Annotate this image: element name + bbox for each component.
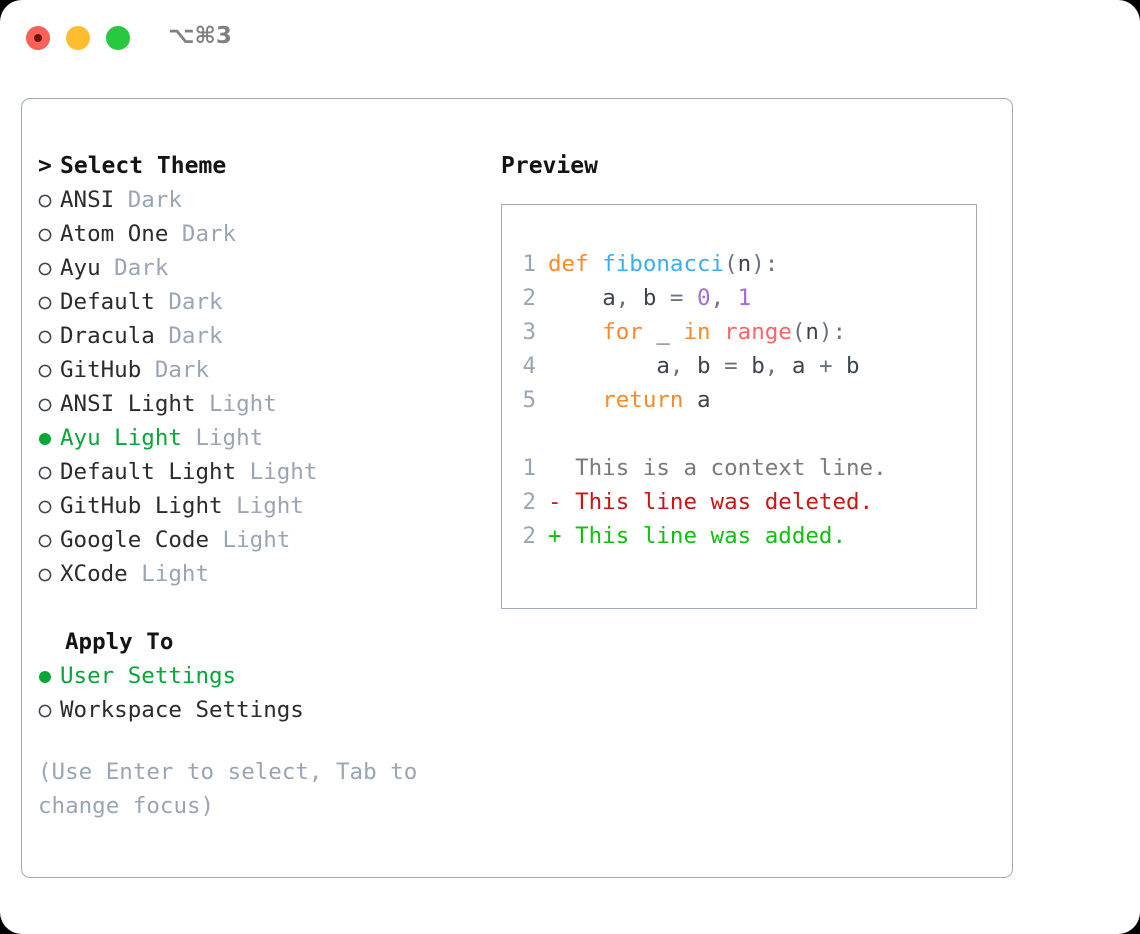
line-number: 1 <box>522 251 536 277</box>
line-number: 5 <box>522 387 536 413</box>
radio-unselected-icon <box>38 557 60 591</box>
theme-option-ansi-light[interactable]: ANSI Light Light <box>38 387 478 421</box>
theme-option-xcode[interactable]: XCode Light <box>38 557 478 591</box>
preview-title: Preview <box>501 153 598 179</box>
theme-variant-badge: Dark <box>141 357 210 383</box>
diff-line-text: This is a context line. <box>548 455 887 481</box>
apply-to-option-workspace-settings[interactable]: Workspace Settings <box>38 693 478 727</box>
theme-option-default[interactable]: Default Dark <box>38 285 478 319</box>
keyboard-shortcut-label: ⌥⌘3 <box>168 23 232 49</box>
theme-option-ayu-light[interactable]: Ayu Light Light <box>38 421 478 455</box>
line-number: 3 <box>522 319 536 345</box>
theme-variant-badge: Dark <box>154 323 223 349</box>
line-number: 2 <box>522 285 536 311</box>
apply-to-option-user-settings[interactable]: User Settings <box>38 659 478 693</box>
diff-line-context: 1 This is a context line. <box>510 451 970 485</box>
radio-unselected-icon <box>38 217 60 251</box>
keyboard-hint-text: (Use Enter to select, Tab to change focu… <box>38 759 418 819</box>
line-number: 2 <box>522 489 536 515</box>
line-number: 1 <box>522 455 536 481</box>
theme-option-label: ANSI <box>60 187 115 213</box>
theme-option-label: GitHub <box>60 357 142 383</box>
theme-option-label: Ayu <box>60 255 101 281</box>
radio-unselected-icon <box>38 353 60 387</box>
diff-line-added: 2 + This line was added. <box>510 519 970 553</box>
line-number: 2 <box>522 523 536 549</box>
theme-option-dracula[interactable]: Dracula Dark <box>38 319 478 353</box>
theme-variant-badge: Light <box>222 493 304 519</box>
select-theme-label: Select Theme <box>60 153 227 179</box>
code-line: 2 a, b = 0, 1 <box>510 281 970 315</box>
theme-option-github-light[interactable]: GitHub Light Light <box>38 489 478 523</box>
radio-unselected-icon <box>38 251 60 285</box>
apply-to-option-label: Workspace Settings <box>60 697 304 723</box>
radio-selected-icon <box>38 659 60 693</box>
theme-option-default-light[interactable]: Default Light Light <box>38 455 478 489</box>
apply-to-option-label: User Settings <box>60 663 237 689</box>
select-theme-header: > Select Theme <box>38 149 478 183</box>
theme-variant-badge: Dark <box>114 187 182 213</box>
radio-unselected-icon <box>38 455 60 489</box>
theme-option-ayu[interactable]: Ayu Dark <box>38 251 478 285</box>
title-bar: ⌥⌘3 <box>0 0 1140 76</box>
radio-unselected-icon <box>38 183 60 217</box>
theme-variant-badge: Dark <box>154 289 223 315</box>
apply-to-header: Apply To <box>65 629 174 655</box>
code-blank-line <box>510 417 970 451</box>
caret-icon: > <box>38 153 52 179</box>
radio-unselected-icon <box>38 693 60 727</box>
radio-unselected-icon <box>38 489 60 523</box>
diff-line-text: - This line was deleted. <box>548 489 874 515</box>
close-window-button[interactable] <box>26 26 50 50</box>
theme-option-label: GitHub Light <box>60 493 223 519</box>
theme-option-google-code[interactable]: Google Code Light <box>38 523 478 557</box>
theme-variant-badge: Light <box>127 561 210 587</box>
theme-variant-badge: Dark <box>168 221 237 247</box>
diff-line-text: + This line was added. <box>548 523 847 549</box>
theme-option-label: XCode <box>60 561 128 587</box>
theme-variant-badge: Light <box>181 425 264 451</box>
theme-option-ansi[interactable]: ANSI Dark <box>38 183 478 217</box>
theme-variant-badge: Light <box>236 459 318 485</box>
list-spacer <box>38 591 478 625</box>
theme-variant-badge: Light <box>209 527 291 553</box>
theme-option-label: ANSI Light <box>60 391 196 417</box>
theme-option-atom-one[interactable]: Atom One Dark <box>38 217 478 251</box>
maximize-window-button[interactable] <box>106 26 130 50</box>
radio-unselected-icon <box>38 319 60 353</box>
theme-option-label: Default Light <box>60 459 237 485</box>
theme-option-label: Ayu Light <box>60 425 182 451</box>
radio-unselected-icon <box>38 523 60 557</box>
code-line: 3 for _ in range(n): <box>510 315 970 349</box>
theme-option-label: Google Code <box>60 527 210 553</box>
theme-variant-badge: Light <box>195 391 277 417</box>
theme-option-label: Atom One <box>60 221 169 247</box>
line-number: 4 <box>522 353 536 379</box>
theme-option-label: Dracula <box>60 323 155 349</box>
code-line: 5 return a <box>510 383 970 417</box>
minimize-window-button[interactable] <box>66 26 90 50</box>
code-line: 4 a, b = b, a + b <box>510 349 970 383</box>
theme-variant-badge: Dark <box>100 255 169 281</box>
theme-option-github[interactable]: GitHub Dark <box>38 353 478 387</box>
recording-indicator-icon <box>34 34 42 42</box>
radio-unselected-icon <box>38 285 60 319</box>
radio-selected-icon <box>38 421 60 455</box>
theme-option-label: Default <box>60 289 155 315</box>
diff-line-deleted: 2 - This line was deleted. <box>510 485 970 519</box>
radio-unselected-icon <box>38 387 60 421</box>
